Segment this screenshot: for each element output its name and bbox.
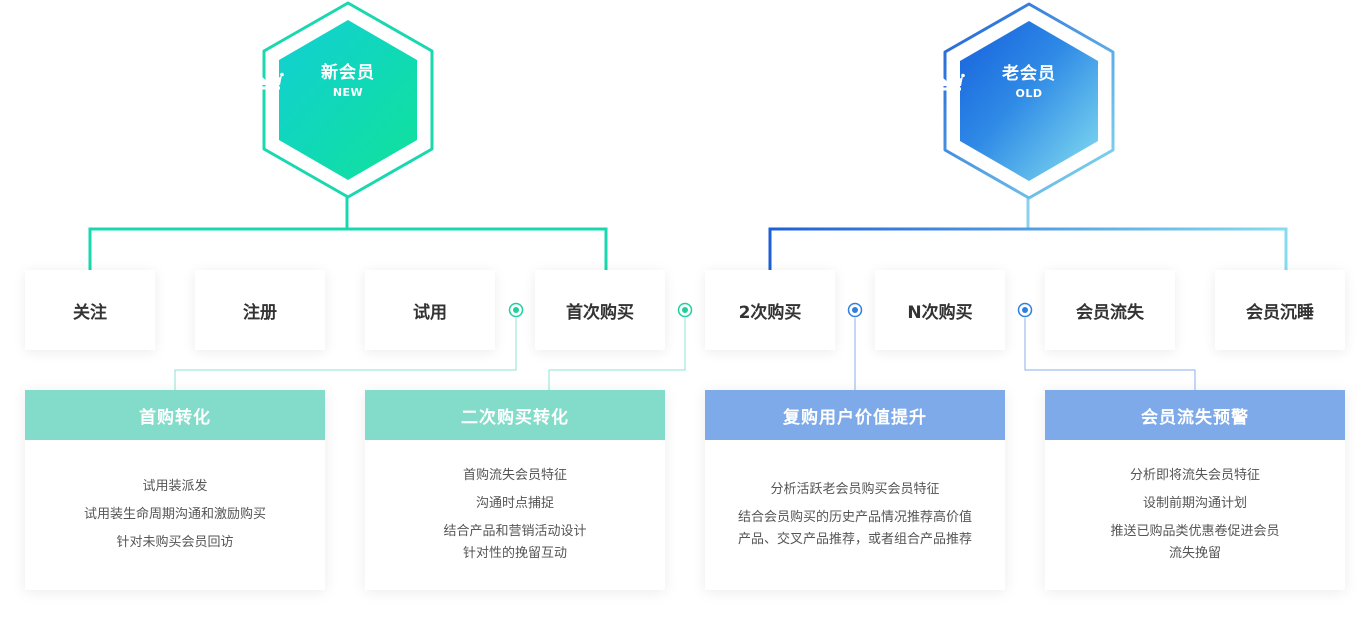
card-line: 试用装派发 <box>142 479 208 494</box>
card-line: 流失挽留 <box>1168 546 1221 561</box>
card-second-purchase-conversion: 二次购买转化 首购流失会员特征 沟通时点捕捉 结合产品和营销活动设计 针对性的挽… <box>365 390 665 590</box>
card-repurchase-value-boost: 复购用户价值提升 分析活跃老会员购买会员特征 结合会员购买的历史产品情况推荐高价… <box>705 390 1005 590</box>
card-line: 试用装生命周期沟通和激励购买 <box>83 507 266 522</box>
new-member-badge: 新会员 NEW <box>258 0 438 200</box>
crown-icon <box>258 70 284 90</box>
new-member-title: 新会员 <box>321 63 375 83</box>
card-line: 产品、交叉产品推荐，或者组合产品推荐 <box>737 532 972 547</box>
dot-marker-4 <box>1017 302 1033 318</box>
stage-trial[interactable]: 试用 <box>365 270 495 350</box>
crown-icon <box>939 71 965 91</box>
card-title: 二次购买转化 <box>365 390 665 440</box>
stage-n-purchase[interactable]: N次购买 <box>875 270 1005 350</box>
card-line: 针对未购买会员回访 <box>116 535 234 550</box>
card-line: 分析活跃老会员购买会员特征 <box>770 482 940 497</box>
stage-follow[interactable]: 关注 <box>25 270 155 350</box>
card-first-purchase-conversion: 首购转化 试用装派发 试用装生命周期沟通和激励购买 针对未购买会员回访 <box>25 390 325 590</box>
link-line-2 <box>548 318 686 390</box>
dot-marker-3 <box>847 302 863 318</box>
new-member-tag: NEW <box>332 86 364 99</box>
card-line: 分析即将流失会员特征 <box>1129 468 1260 483</box>
card-line: 沟通时点捕捉 <box>475 496 554 511</box>
card-title: 首购转化 <box>25 390 325 440</box>
old-member-title: 老会员 <box>1002 64 1056 84</box>
link-line-1 <box>174 318 517 390</box>
stage-member-churn[interactable]: 会员流失 <box>1045 270 1175 350</box>
stage-first-purchase[interactable]: 首次购买 <box>535 270 665 350</box>
card-line: 推送已购品类优惠卷促进会员 <box>1110 524 1280 539</box>
card-title: 会员流失预警 <box>1045 390 1345 440</box>
old-member-tag: OLD <box>1015 87 1043 100</box>
card-line: 设制前期沟通计划 <box>1142 496 1247 511</box>
stage-second-purchase[interactable]: 2次购买 <box>705 270 835 350</box>
card-line: 首购流失会员特征 <box>462 468 567 483</box>
card-line: 结合会员购买的历史产品情况推荐高价值 <box>737 510 972 525</box>
dot-marker-2 <box>677 302 693 318</box>
card-line: 结合产品和营销活动设计 <box>443 524 587 539</box>
old-member-bracket-bar <box>768 227 1288 270</box>
link-line-4 <box>1024 318 1196 390</box>
card-churn-warning: 会员流失预警 分析即将流失会员特征 设制前期沟通计划 推送已购品类优惠卷促进会员… <box>1045 390 1345 590</box>
old-member-badge: 老会员 OLD <box>939 1 1119 201</box>
dot-marker-1 <box>508 302 524 318</box>
card-line: 针对性的挽留互动 <box>462 546 567 561</box>
stage-member-dormant[interactable]: 会员沉睡 <box>1215 270 1345 350</box>
card-title: 复购用户价值提升 <box>705 390 1005 440</box>
stage-register[interactable]: 注册 <box>195 270 325 350</box>
new-member-bracket <box>88 196 608 270</box>
